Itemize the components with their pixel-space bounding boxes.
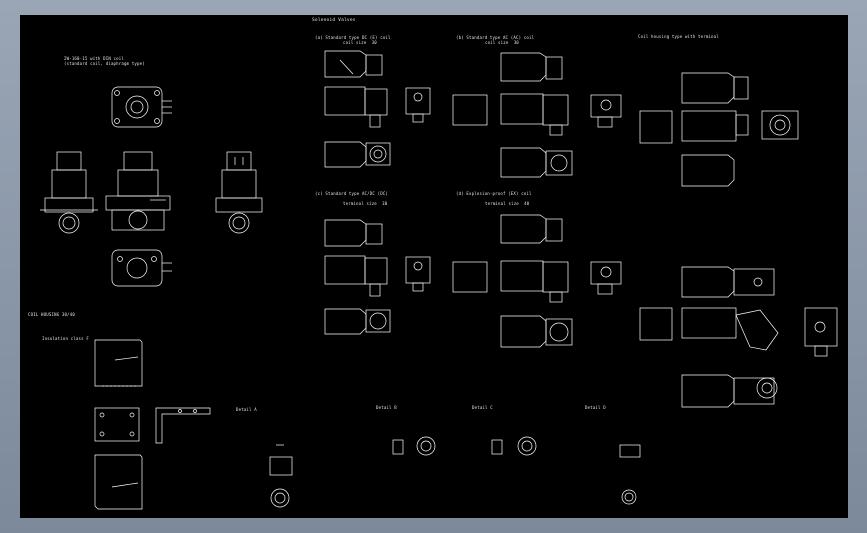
- coil-a-front: [324, 86, 431, 128]
- mounting-bracket: [155, 407, 211, 444]
- coil-b-side: [500, 52, 563, 82]
- valve-top-note: 2W-160-15 with DIN coil: [64, 56, 124, 61]
- coil-c-bottom: [324, 308, 391, 335]
- coil-a-side: [324, 50, 383, 78]
- section-subnote-a: coil size 30: [343, 40, 377, 45]
- terminal-coil-5: [639, 307, 838, 357]
- left-bottom-title: COIL HOUSING 30/40: [28, 312, 75, 317]
- terminal-coil-1: [681, 72, 749, 104]
- section-title-b: (b) Standard type AC (AC) coil: [456, 35, 535, 40]
- valve-front-view-left: [40, 151, 98, 234]
- detail-label-b: Detail B: [376, 405, 397, 410]
- coil-c-front: [324, 255, 431, 297]
- detail-label-c: Detail C: [472, 405, 493, 410]
- coil-b-bottom: [500, 147, 573, 178]
- valve-front-view-center: [105, 151, 171, 231]
- detail-d-graphic: [619, 444, 641, 505]
- section-subnote-c: terminal size 30: [343, 201, 388, 206]
- coil-d-front: [452, 260, 622, 303]
- terminal-coil-2: [639, 110, 799, 144]
- section-title-c: (c) Standard type AC/DC (DC): [315, 191, 389, 196]
- section-subnote-d: terminal size 40: [485, 201, 530, 206]
- coil-b-front: [452, 93, 622, 136]
- coil-a-bottom: [324, 141, 391, 168]
- detail-c-graphic: [491, 436, 537, 456]
- valve-top-subnote: (standard coil, diaphragm type): [64, 61, 145, 66]
- terminal-coil-6: [681, 374, 778, 408]
- coil-housing-plan: [94, 407, 140, 442]
- coil-d-bottom: [500, 315, 573, 348]
- valve-top-view: [111, 86, 172, 128]
- detail-label-d: Detail D: [585, 405, 606, 410]
- section-subnote-b: coil size 30: [485, 40, 519, 45]
- section-title-terminal: Coil housing type with terminal: [638, 34, 719, 39]
- coil-d-side: [500, 214, 563, 244]
- cad-drawing-canvas[interactable]: Solenoid Valves 2W-160-15 with DIN coil …: [20, 15, 848, 518]
- section-title-a: (a) Standard type DC (E) coil: [315, 35, 391, 40]
- detail-label-a: Detail A: [236, 407, 257, 412]
- section-title-d: (d) Explosion-proof (EX) coil: [456, 191, 532, 196]
- coil-housing-front: [94, 339, 143, 387]
- coil-c-side: [324, 219, 383, 247]
- terminal-coil-3: [681, 154, 735, 187]
- drawing-title: Solenoid Valves: [312, 18, 356, 23]
- detail-b-graphic: [392, 436, 436, 456]
- detail-a-graphic: [269, 444, 293, 508]
- valve-bottom-view: [111, 249, 172, 287]
- valve-side-view-right: [215, 151, 263, 234]
- left-bottom-note: Insulation class F: [42, 336, 89, 341]
- terminal-coil-4: [681, 266, 775, 298]
- cad-linework: [40, 50, 838, 510]
- coil-housing-bottom: [94, 454, 143, 510]
